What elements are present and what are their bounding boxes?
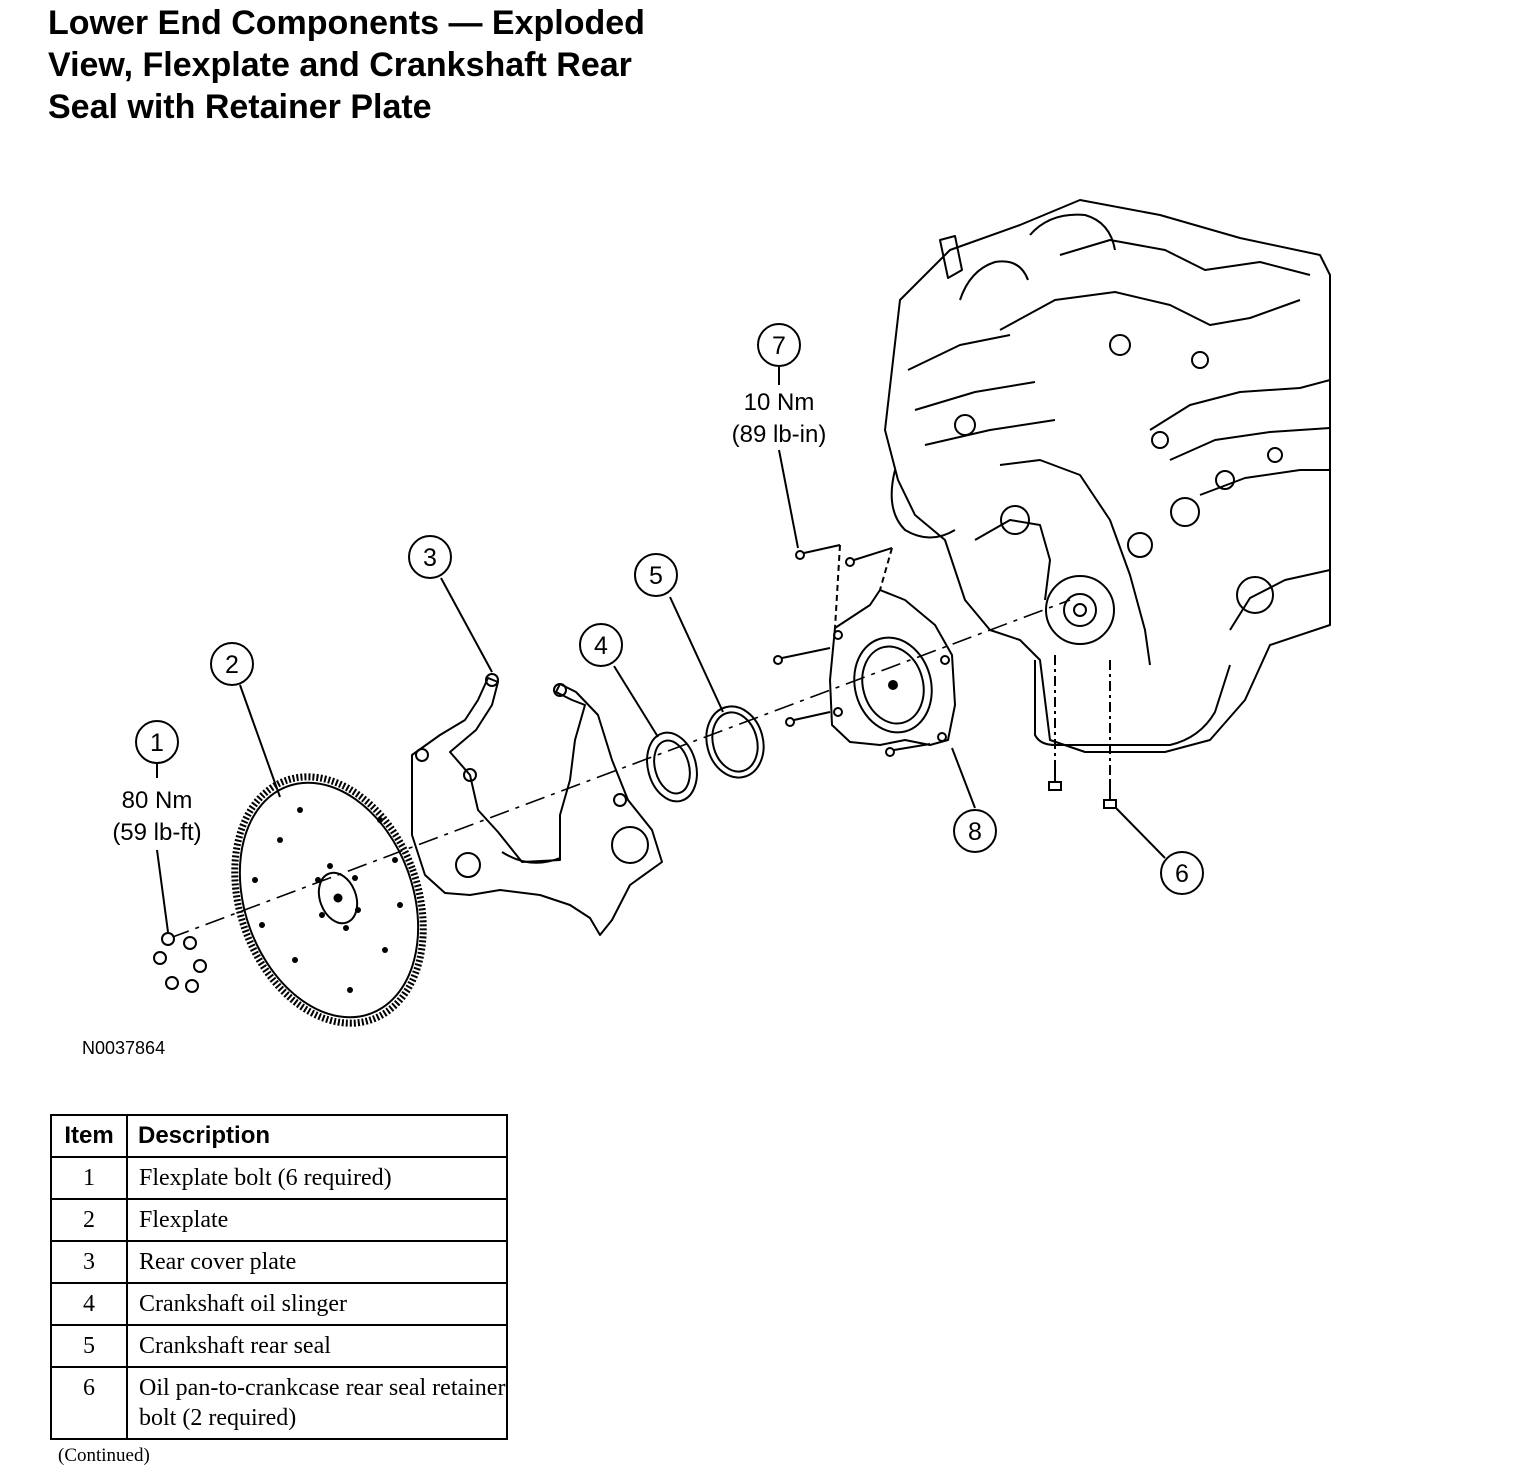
title-line-3: Seal with Retainer Plate [48, 88, 432, 126]
callout-1: 1 [135, 720, 179, 764]
legend-item-number: 1 [50, 1156, 128, 1200]
retainer-plate-bolts [773, 544, 931, 757]
callout-1-torque-nm: 80 Nm [122, 787, 193, 814]
table-row: 2 Flexplate [50, 1198, 508, 1242]
callout-7-torque-imperial: (89 lb-in) [732, 421, 827, 448]
legend-item-description: Crankshaft oil slinger [126, 1282, 508, 1326]
callout-8: 8 [953, 809, 997, 853]
table-row: 6 Oil pan-to-crankcase rear seal retaine… [50, 1366, 508, 1440]
leader-lines [156, 367, 1166, 933]
title-line-2: View, Flexplate and Crankshaft Rear [48, 46, 632, 84]
oil-pan-bolts [1048, 655, 1117, 809]
figure-id: N0037864 [82, 1038, 165, 1058]
crankshaft-rear-seal [705, 705, 765, 779]
legend-header-item: Item [50, 1114, 128, 1158]
legend-item-description: Oil pan-to-crankcase rear seal retainer … [126, 1366, 508, 1440]
legend-item-number: 2 [50, 1198, 128, 1242]
callout-4-number: 4 [594, 632, 608, 660]
callout-4: 4 [579, 623, 623, 667]
callout-3-number: 3 [423, 544, 437, 572]
callout-1-number: 1 [150, 729, 164, 757]
legend-item-number: 3 [50, 1240, 128, 1284]
legend-item-description: Flexplate [126, 1198, 508, 1242]
legend-header-row: Item Description [50, 1114, 508, 1158]
table-row: 5 Crankshaft rear seal [50, 1324, 508, 1368]
legend-item-description: Rear cover plate [126, 1240, 508, 1284]
callout-6: 6 [1160, 851, 1204, 895]
title-line-1: Lower End Components — Exploded [48, 4, 645, 42]
callout-2: 2 [210, 642, 254, 686]
parts-legend-table: Item Description 1 Flexplate bolt (6 req… [50, 1114, 508, 1440]
callout-8-number: 8 [968, 818, 982, 846]
legend-item-number: 5 [50, 1324, 128, 1368]
callout-7-torque-nm: 10 Nm [744, 389, 815, 416]
legend-item-number: 4 [50, 1282, 128, 1326]
legend-item-description: Flexplate bolt (6 required) [126, 1156, 508, 1200]
callout-2-number: 2 [225, 651, 239, 679]
legend-header-description: Description [126, 1114, 508, 1158]
flexplate [231, 773, 427, 1027]
continued-note: (Continued) [58, 1445, 150, 1466]
table-row: 1 Flexplate bolt (6 required) [50, 1156, 508, 1200]
engine-block-illustration [884, 199, 1331, 753]
callout-1-torque-imperial: (59 lb-ft) [112, 819, 201, 846]
callout-5-number: 5 [649, 562, 663, 590]
seal-retainer-plate [829, 589, 956, 746]
crankshaft-oil-slinger [646, 731, 698, 803]
legend-item-number: 6 [50, 1366, 128, 1440]
page-title: Lower End Components — Exploded View, Fl… [48, 2, 748, 128]
rear-cover-plate [411, 673, 663, 936]
table-row: 3 Rear cover plate [50, 1240, 508, 1284]
callout-5: 5 [634, 553, 678, 597]
table-row: 4 Crankshaft oil slinger [50, 1282, 508, 1326]
callout-7: 7 [757, 323, 801, 367]
exploded-view-diagram: 1 80 Nm (59 lb-ft) 2 3 4 5 6 7 10 Nm (89… [82, 199, 1331, 1058]
legend-item-description: Crankshaft rear seal [126, 1324, 508, 1368]
callout-6-number: 6 [1175, 860, 1189, 888]
callout-7-number: 7 [772, 332, 786, 360]
callout-3: 3 [408, 535, 452, 579]
flexplate-bolts [153, 932, 207, 993]
